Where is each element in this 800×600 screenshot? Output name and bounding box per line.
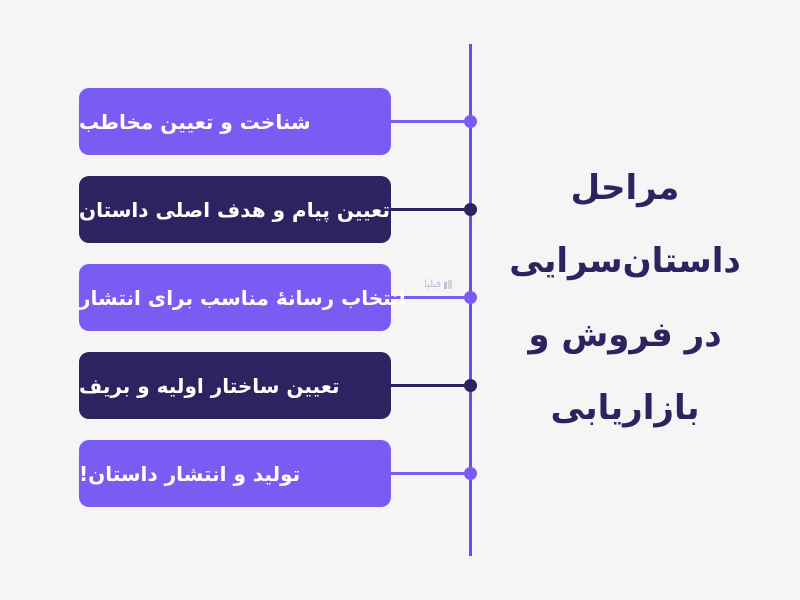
- timeline-dot-5: [464, 467, 477, 480]
- step-label-3: انتخاب رسانهٔ مناسب برای انتشار: [79, 285, 406, 310]
- step-label-4: تعیین ساختار اولیه و بریف: [79, 373, 340, 398]
- timeline-dot-3: [464, 291, 477, 304]
- timeline-dot-4: [464, 379, 477, 392]
- step-connector-4: [390, 384, 470, 387]
- title-line-1: مراحل: [570, 168, 680, 208]
- title-line-3: در فروش و: [528, 314, 722, 355]
- step-label-5: تولید و انتشار داستان!: [79, 461, 301, 486]
- step-box-5: تولید و انتشار داستان!: [79, 440, 391, 507]
- timeline-dot-1: [464, 115, 477, 128]
- diagram-title: مراحل داستان‌سرایی در فروش و بازاریابی: [505, 158, 745, 438]
- watermark: فیلیا: [424, 279, 453, 290]
- step-box-4: تعیین ساختار اولیه و بریف: [79, 352, 391, 419]
- watermark-text: فیلیا: [424, 279, 442, 290]
- title-line-4: بازاریابی: [550, 387, 700, 428]
- step-connector-3: [390, 296, 470, 299]
- filia-logo-icon: [444, 280, 453, 289]
- step-box-2: تعیین پیام و هدف اصلی داستان: [79, 176, 391, 243]
- title-line-2: داستان‌سرایی: [509, 241, 741, 282]
- step-connector-5: [390, 472, 470, 475]
- step-connector-2: [390, 208, 470, 211]
- step-box-3: انتخاب رسانهٔ مناسب برای انتشار: [79, 264, 406, 331]
- step-label-2: تعیین پیام و هدف اصلی داستان: [79, 197, 390, 222]
- step-label-1: شناخت و تعیین مخاطب: [79, 109, 311, 134]
- timeline-dot-2: [464, 203, 477, 216]
- step-connector-1: [390, 120, 470, 123]
- step-box-1: شناخت و تعیین مخاطب: [79, 88, 391, 155]
